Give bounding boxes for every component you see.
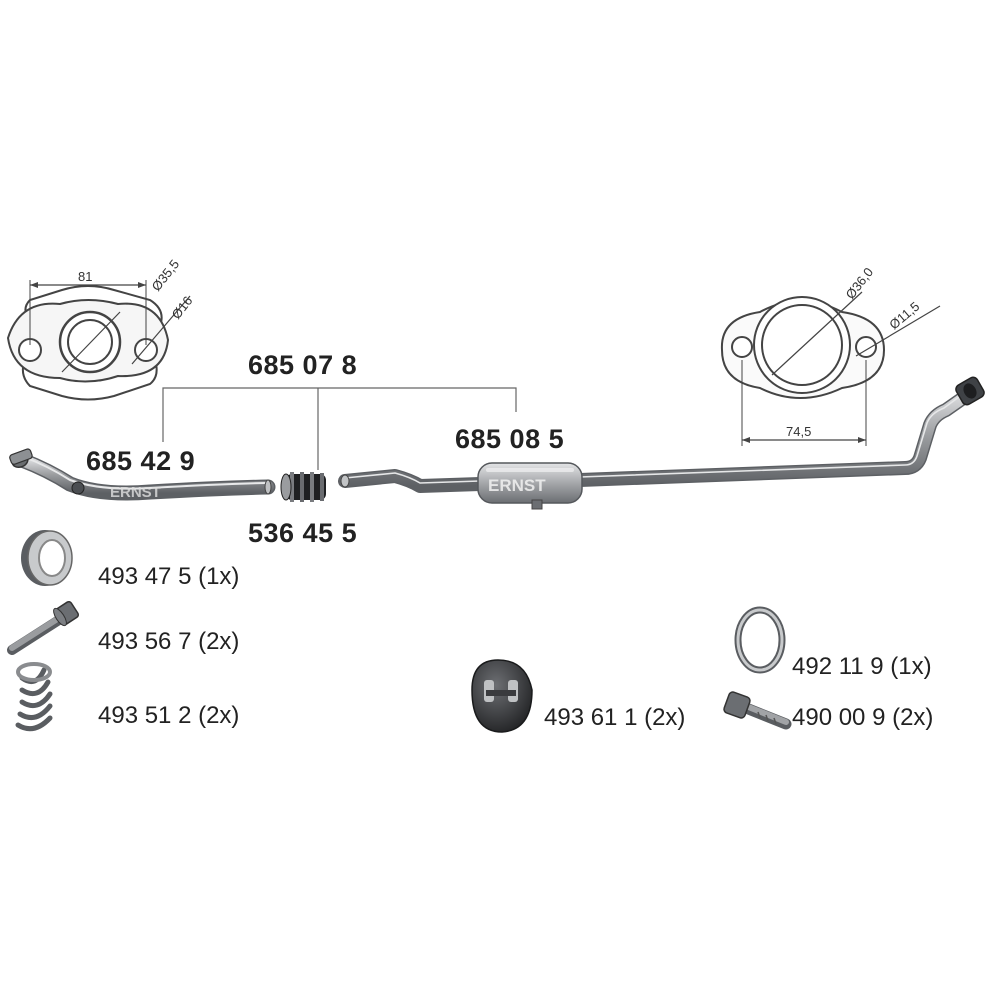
gasket-ring-icon <box>734 606 786 674</box>
flange-right-width: 74,5 <box>786 424 811 439</box>
middle-silencer-part: ERNST <box>338 376 985 510</box>
accessory-label: 493 51 2 (2x) <box>98 702 240 729</box>
accessory-label: 493 56 7 (2x) <box>98 628 240 655</box>
accessory-label: 490 00 9 (2x) <box>792 704 934 731</box>
spring-icon <box>15 662 53 732</box>
connector-number: 536 45 5 <box>248 518 358 548</box>
assembly-number: 685 07 8 <box>248 350 358 380</box>
middle-silencer-number: 685 08 5 <box>455 424 565 454</box>
screw-icon <box>723 691 792 730</box>
rubber-mount-icon <box>471 659 533 733</box>
front-pipe-brand-logo: ERNST <box>110 484 161 501</box>
accessory-label: 493 61 1 (2x) <box>544 704 686 731</box>
accessory-label: 493 47 5 (1x) <box>98 563 240 590</box>
flange-left-width: 81 <box>78 269 92 284</box>
connector-part <box>280 472 326 502</box>
flange-right-dia-outer: Ø36,0 <box>843 265 877 302</box>
front-pipe-number: 685 42 9 <box>86 446 196 476</box>
flange-left-drawing: 81 Ø35,5 Ø16 <box>6 257 196 401</box>
flange-right-drawing: 74,5 Ø36,0 Ø11,5 <box>720 265 941 446</box>
bolt-icon <box>7 600 80 655</box>
sealing-ring-icon <box>21 530 73 586</box>
flange-left-dia-outer: Ø35,5 <box>149 257 183 294</box>
flange-left-dia-hole: Ø16 <box>169 293 196 322</box>
silencer-brand-logo: ERNST <box>488 476 546 495</box>
assembly-bracket <box>162 387 517 470</box>
accessory-label: 492 11 9 (1x) <box>792 653 932 680</box>
front-pipe-part: ERNST <box>9 448 276 501</box>
